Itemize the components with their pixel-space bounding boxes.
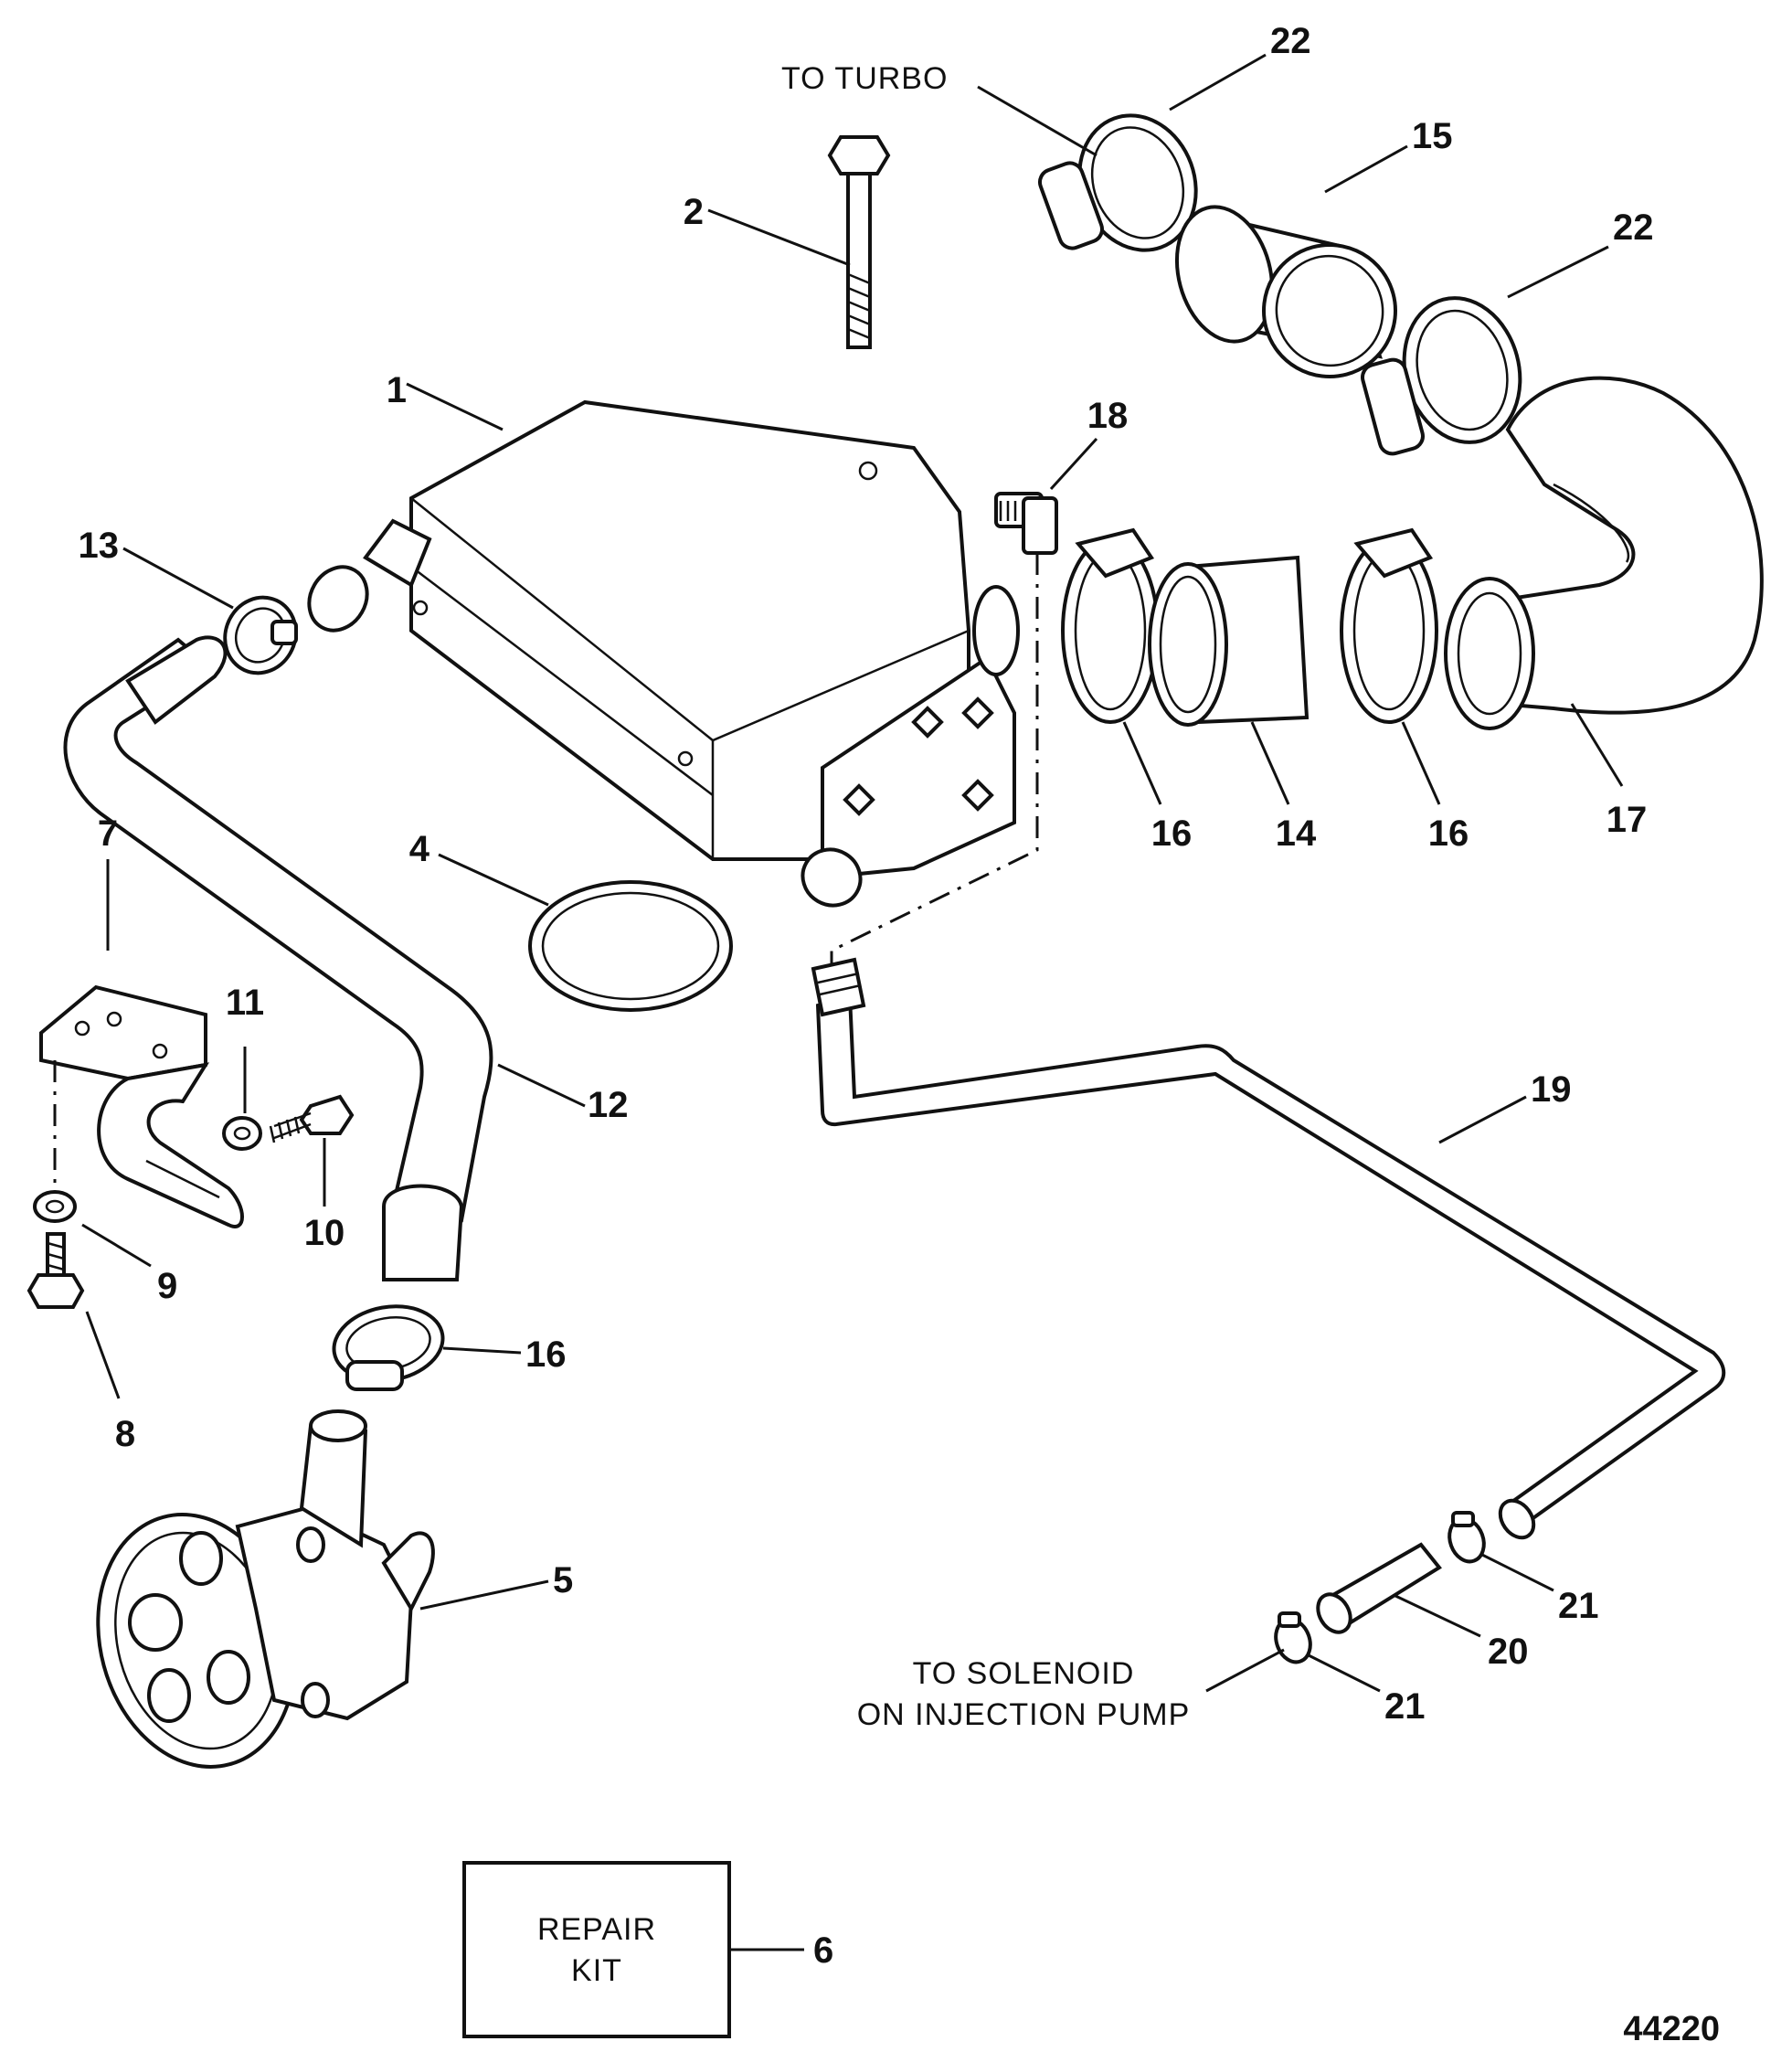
leader-16b xyxy=(1401,721,1441,805)
hose-clamp-16c xyxy=(332,1304,445,1391)
hose-clamp-16a xyxy=(1061,527,1160,724)
leader-22a xyxy=(1169,53,1267,112)
hose-clamp-21b xyxy=(1274,1611,1312,1664)
bolt-10 xyxy=(269,1094,355,1143)
fitting-centerline xyxy=(830,553,1039,996)
note-to-turbo: TO TURBO xyxy=(781,61,948,96)
callout-8: 8 xyxy=(115,1414,135,1454)
note-to-solenoid-line1: TO SOLENOID xyxy=(913,1656,1135,1691)
leader-to-solenoid xyxy=(1205,1648,1285,1693)
leader-4 xyxy=(438,853,549,907)
repair-kit-label-line2: KIT xyxy=(571,1953,622,1988)
figure-number: 44220 xyxy=(1623,2010,1720,2048)
callout-12: 12 xyxy=(588,1085,629,1125)
callout-4: 4 xyxy=(409,829,430,869)
callout-16c: 16 xyxy=(525,1334,567,1375)
repair-kit-label-line1: REPAIR xyxy=(537,1912,656,1947)
leader-9 xyxy=(81,1223,152,1268)
hose-clamp-13 xyxy=(223,595,298,675)
hose-12 xyxy=(63,635,493,1281)
elbow-fitting xyxy=(994,492,1058,555)
bolt-8 xyxy=(27,1232,85,1309)
leader-18 xyxy=(1049,437,1098,491)
bracket xyxy=(39,984,244,1228)
leader-12 xyxy=(497,1063,586,1108)
callout-9: 9 xyxy=(157,1266,177,1306)
leader-19 xyxy=(1438,1095,1527,1144)
leader-13 xyxy=(122,547,234,610)
callout-6: 6 xyxy=(813,1930,833,1971)
callout-1: 1 xyxy=(387,370,407,410)
callout-7: 7 xyxy=(98,813,118,854)
leader-14 xyxy=(1250,721,1290,805)
callout-10: 10 xyxy=(304,1213,345,1253)
o-ring xyxy=(528,880,733,1012)
callout-18: 18 xyxy=(1087,396,1129,436)
bolt xyxy=(827,135,891,349)
leader-to-turbo xyxy=(977,85,1097,157)
leader-1 xyxy=(406,382,504,431)
callout-13: 13 xyxy=(79,526,120,566)
callout-2: 2 xyxy=(684,192,704,232)
callout-22b: 22 xyxy=(1613,207,1654,248)
washer-11 xyxy=(222,1116,262,1151)
washer-9 xyxy=(33,1190,77,1223)
callout-5: 5 xyxy=(553,1560,573,1600)
leader-5 xyxy=(419,1579,549,1611)
hose-14 xyxy=(1148,555,1310,727)
callout-17: 17 xyxy=(1606,800,1648,840)
intercooler xyxy=(307,399,1020,908)
note-to-solenoid-line2: ON INJECTION PUMP xyxy=(857,1697,1191,1732)
leader-17 xyxy=(1570,703,1624,787)
hose-clamp-16b xyxy=(1340,527,1438,724)
hose-clamp-top xyxy=(1038,113,1198,252)
callout-14: 14 xyxy=(1276,813,1317,854)
callout-15: 15 xyxy=(1412,116,1453,156)
water-pump xyxy=(96,1409,435,1769)
callout-21b: 21 xyxy=(1384,1686,1426,1727)
callout-16b: 16 xyxy=(1428,813,1469,854)
leader-16a xyxy=(1122,721,1162,805)
tube-19 xyxy=(811,957,1726,1540)
leader-8 xyxy=(85,1311,121,1399)
leader-20 xyxy=(1393,1593,1481,1638)
leader-21a xyxy=(1479,1552,1554,1592)
leader-16c xyxy=(442,1346,522,1355)
elbow-hose xyxy=(1444,376,1764,730)
hose-15 xyxy=(1174,205,1397,378)
callout-20: 20 xyxy=(1488,1632,1529,1672)
hose-clamp-second xyxy=(1361,296,1522,456)
leader-15 xyxy=(1324,144,1408,194)
hose-20 xyxy=(1316,1542,1442,1634)
leader-2 xyxy=(707,208,851,267)
leader-22b xyxy=(1507,245,1609,299)
hose-clamp-21a xyxy=(1447,1511,1486,1564)
callout-16a: 16 xyxy=(1151,813,1193,854)
callout-19: 19 xyxy=(1531,1069,1572,1110)
callout-21a: 21 xyxy=(1558,1586,1599,1626)
repair-kit-box xyxy=(462,1861,731,2038)
callout-11: 11 xyxy=(226,983,264,1023)
leader-21b xyxy=(1306,1653,1381,1693)
callout-22a: 22 xyxy=(1270,21,1311,61)
